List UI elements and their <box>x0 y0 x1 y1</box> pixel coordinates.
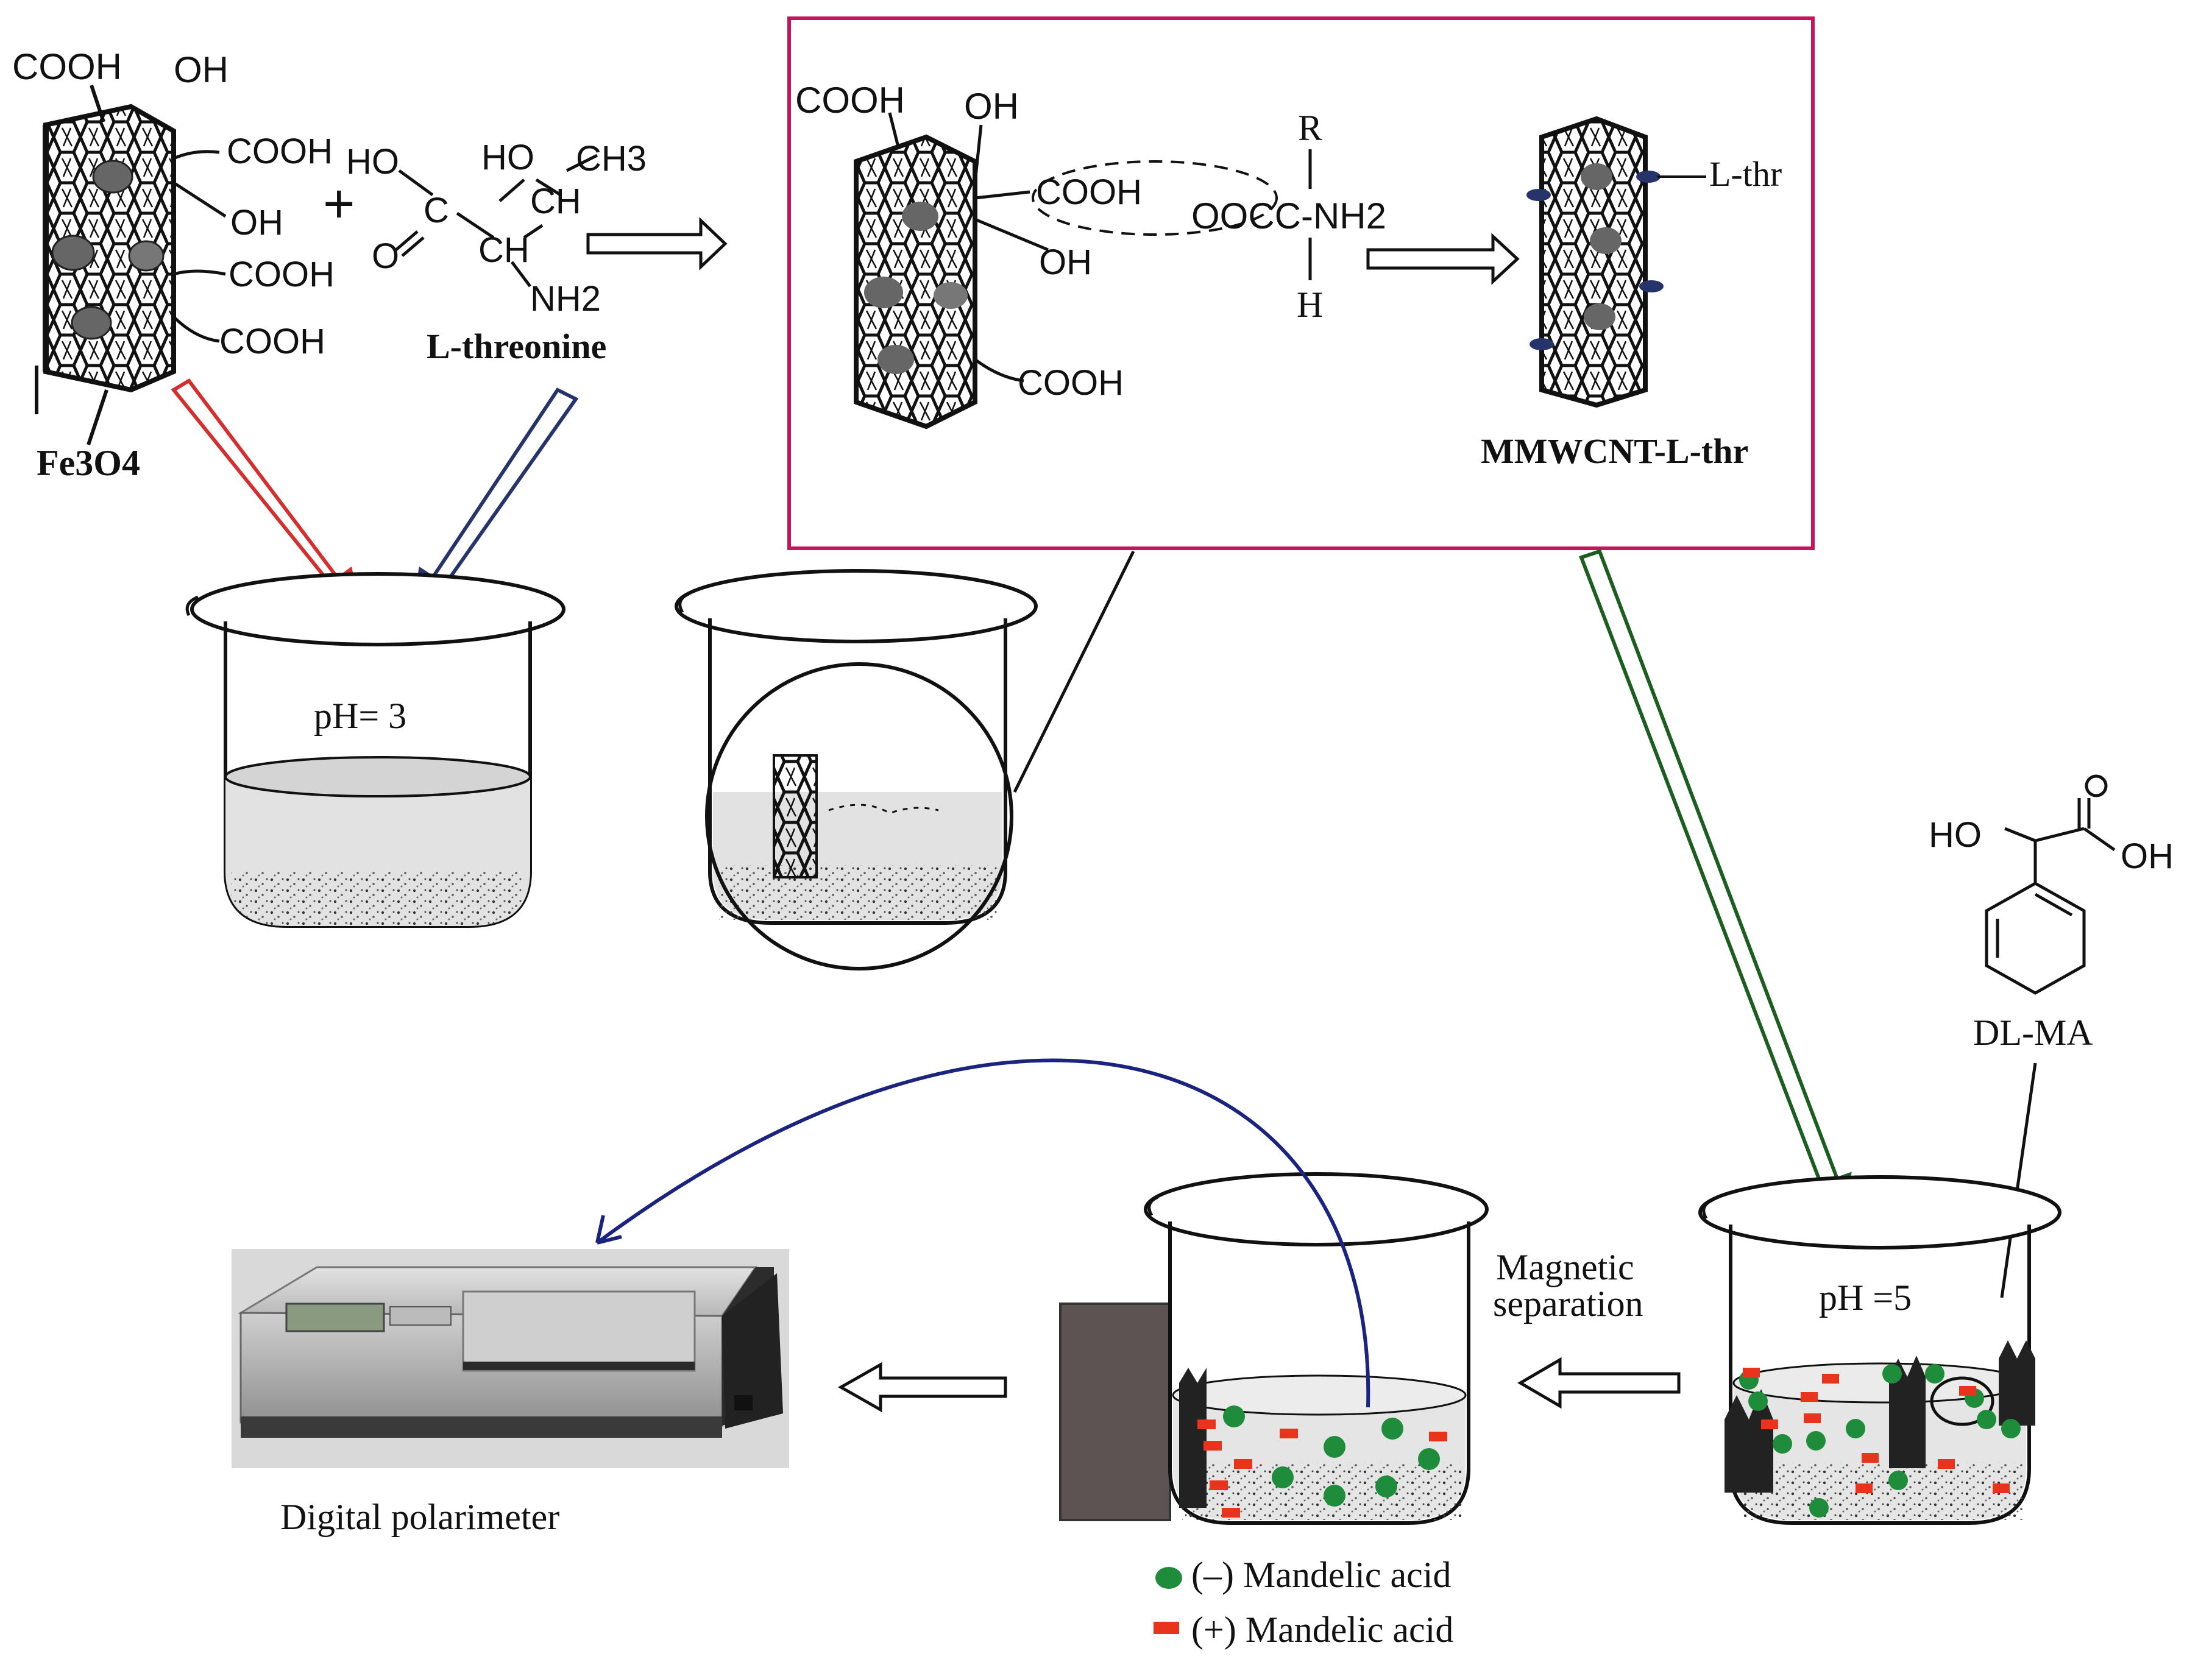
box-hollow-arrow-icon <box>1366 233 1520 285</box>
magnet-block <box>1059 1303 1171 1521</box>
green-arrow-icon <box>1579 549 1852 1222</box>
beaker1-ph-label: pH= 3 <box>314 696 406 736</box>
fe3o4-label: Fe3O4 <box>37 443 140 483</box>
curved-arrow-icon <box>596 1058 1370 1408</box>
thr-c: C <box>424 191 449 230</box>
cnt-side-cooh-2: COOH <box>229 255 335 294</box>
carbon-nanotube-left <box>35 85 227 445</box>
legend-minus-marker <box>1155 1567 1182 1589</box>
box-oh-top: OH <box>964 86 1019 127</box>
thr-ho-2: HO <box>481 138 534 177</box>
digital-polarimeter <box>232 1249 789 1468</box>
hollow-arrow-to-polarimeter-icon <box>837 1362 1007 1413</box>
cnt-top-cooh: COOH <box>12 46 122 87</box>
thr-nh2: NH2 <box>530 279 601 319</box>
dl-ma-name: DL-MA <box>1973 1013 2093 1053</box>
cnt-side-oh: OH <box>230 203 283 242</box>
legend-minus-label: (–) Mandelic acid <box>1191 1555 1451 1595</box>
amino-r: R <box>1298 108 1322 148</box>
legend-plus-label: (+) Mandelic acid <box>1191 1610 1453 1650</box>
thr-ch-a: CH <box>530 182 581 221</box>
amino-h: H <box>1297 285 1323 325</box>
interaction-ellipse <box>1032 160 1278 236</box>
threonine-structure <box>395 154 598 288</box>
beaker-ph5 <box>1698 1175 2061 1525</box>
l-thr-tag: L-thr <box>1709 154 1782 194</box>
legend-plus-marker <box>1154 1622 1179 1634</box>
beaker3-ph-label: pH =5 <box>1819 1278 1912 1318</box>
zoom-line-left <box>1013 550 1135 793</box>
hollow-arrow-right-icon <box>586 217 728 270</box>
polarimeter-label: Digital polarimeter <box>280 1497 559 1537</box>
beaker-magnetic <box>1144 1172 1489 1525</box>
magnetic-label-1: Magnetic <box>1496 1247 1634 1287</box>
cnt-top-oh: OH <box>174 49 229 90</box>
plus-sign: + <box>323 174 355 235</box>
thr-ch3: CH3 <box>576 139 647 179</box>
amino-main: OOCC-NH2 <box>1191 196 1386 236</box>
box-oh-mid: OH <box>1039 242 1092 282</box>
thr-ho-1: HO <box>346 142 399 182</box>
reaction-box <box>787 16 1815 550</box>
box-cooh-bottom: COOH <box>1018 363 1124 403</box>
beaker-ph3 <box>185 572 565 928</box>
hollow-arrow-left-icon <box>1517 1357 1681 1409</box>
cnt-side-cooh-3: COOH <box>219 322 325 361</box>
functionalized-nanotube <box>1526 116 1706 408</box>
product-name: MMWCNT-L-thr <box>1481 431 1748 471</box>
carbon-nanotube-box <box>854 112 1049 430</box>
curved-arrow-head-icon <box>595 1215 622 1245</box>
thr-o: O <box>372 236 399 276</box>
dlma-ho: HO <box>1929 815 1982 855</box>
dl-ma-structure <box>1985 774 2116 1298</box>
box-cooh-mid: COOH <box>1036 172 1142 212</box>
thr-ch-b: CH <box>478 230 530 270</box>
magnetic-label-2: separation <box>1493 1284 1643 1324</box>
cnt-side-cooh-1: COOH <box>227 132 333 171</box>
legend: (–) Mandelic acid (+) Mandelic acid <box>1154 1555 1453 1650</box>
beaker-mixed <box>675 569 1038 970</box>
box-cooh-top: COOH <box>795 80 905 121</box>
dlma-oh: OH <box>2121 836 2174 876</box>
threonine-name: L-threonine <box>427 327 606 366</box>
